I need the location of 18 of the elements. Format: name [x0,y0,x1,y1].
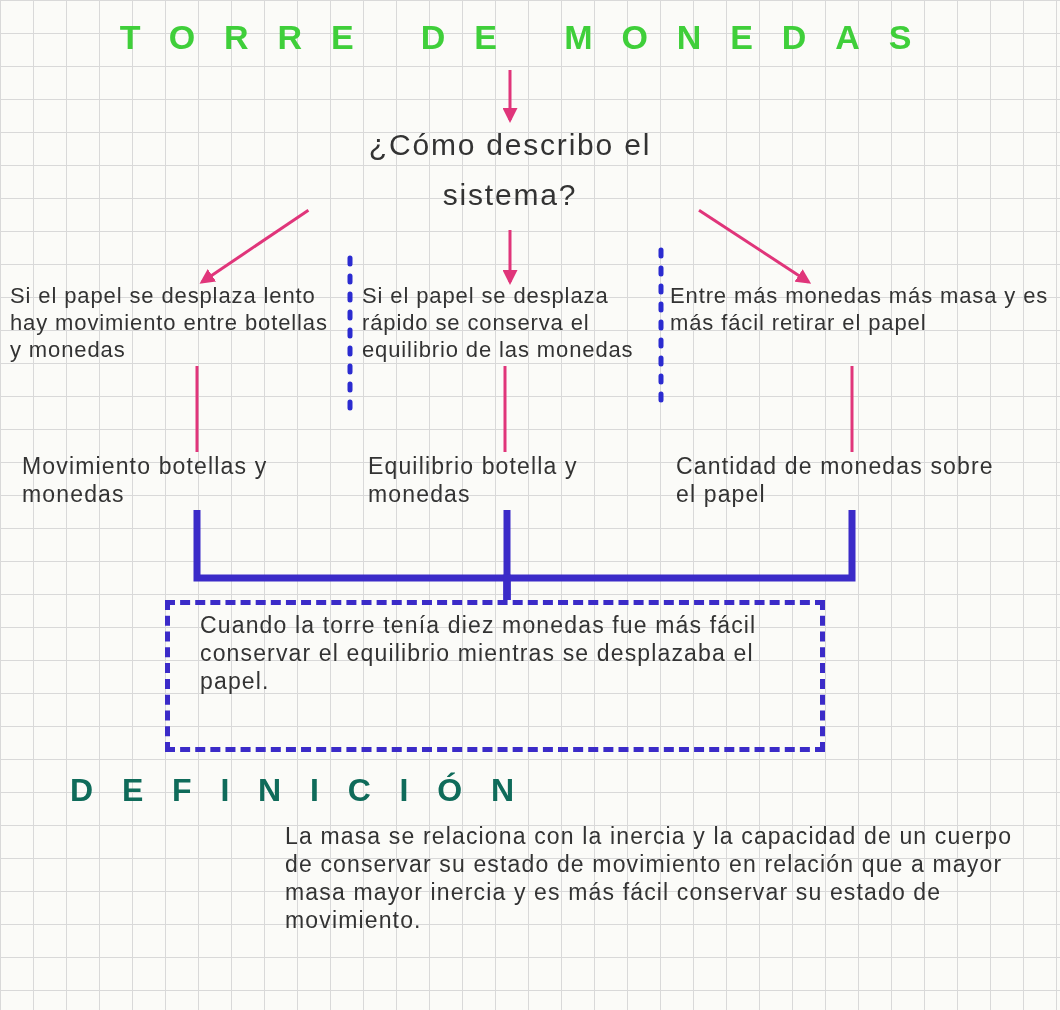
arrow [698,208,812,284]
condition-text: Entre más monedas más masa y es más fácil retirar el papel [670,282,1055,366]
title-heading: TORRE DE MONEDAS [60,18,1000,70]
connector-line [195,366,199,452]
concept-text: Equilibrio botella y monedas [368,452,628,510]
concept-text: Cantidad de monedas sobre el papel [676,452,1016,510]
arrow [502,70,518,123]
arrow [199,208,310,284]
connector-line [850,366,854,452]
definition-paragraph: La masa se relaciona con la inercia y la capacidad de un cuerpo de conservar su estado de movimiento en relación que a mayor masa mayor inercia y es más fácil conservar su estado de movimiento. [285,822,1014,934]
arrow [502,230,518,285]
connector-line [503,366,507,452]
concept-text: Movimiento botellas y monedas [22,452,312,510]
section-heading: DEFINICIÓN [70,772,544,809]
conclusion-box: Cuando la torre tenía diez monedas fue más fácil conservar el equilibrio mientras se desplazaba el papel. [165,600,825,752]
condition-text: Si el papel se desplaza rápido se conserva el equilibrio de las monedas [362,282,657,366]
question-text: ¿Cómo describo el sistema? [300,120,720,230]
condition-text: Si el papel se desplaza lento hay movimiento entre botellas y monedas [10,282,330,366]
